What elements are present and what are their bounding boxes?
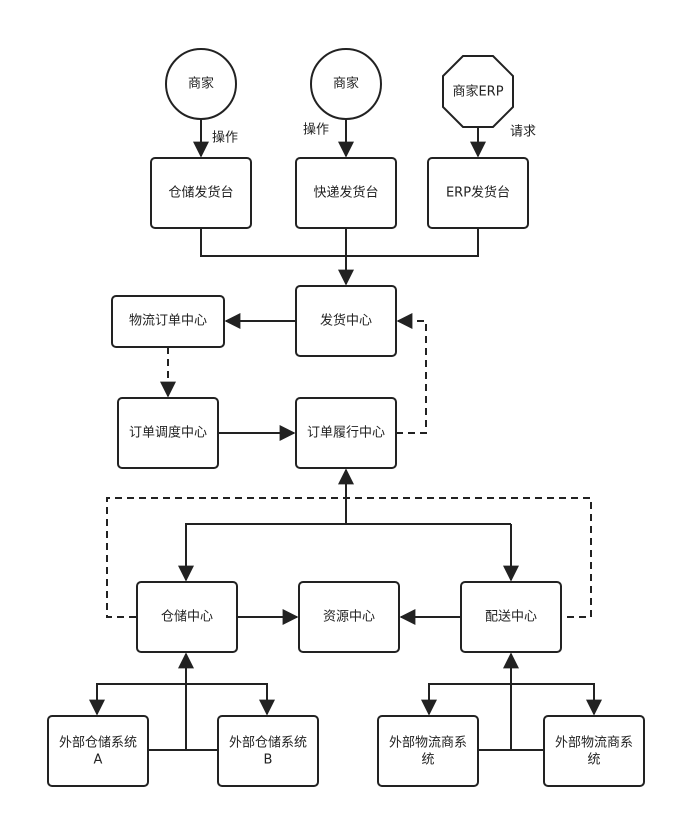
node-ext-warehouse-a-line1: 外部仓储系统 [59,736,137,751]
node-order-fulfillment-center-label: 订单履行中心 [307,426,385,441]
edge-split-left [178,523,511,582]
node-delivery-center: 配送中心 [460,581,562,653]
edge-ext-warehouse-branch [96,683,268,714]
node-ext-warehouse-b-line1: 外部仓储系统 [229,736,307,751]
node-erp-console-label: ERP发货台 [446,185,510,201]
node-warehouse-console-label: 仓储发货台 [168,185,233,201]
node-shipping-center: 发货中心 [295,285,397,357]
node-merchant-1: 商家 [165,48,237,120]
edge-label-operate-1: 操作 [212,130,238,146]
node-express-console-label: 快递发货台 [313,185,378,201]
edge-ext-logistics-branch [428,683,595,714]
edge-label-operate-2: 操作 [303,122,329,138]
node-order-fulfillment-center: 订单履行中心 [295,397,397,469]
node-order-dispatch-center-label: 订单调度中心 [129,425,207,441]
node-ext-logistics-1-line2: 统 [421,753,434,768]
node-resource-center-label: 资源中心 [323,610,375,625]
node-shipping-center-label: 发货中心 [320,313,372,329]
node-express-console: 快递发货台 [295,157,397,229]
node-erp-console: ERP发货台 [427,157,529,229]
node-resource-center: 资源中心 [298,581,400,653]
node-warehouse-center: 仓储中心 [136,581,238,653]
node-ext-logistics-1: 外部物流商系 统 [377,715,479,787]
node-merchant-2-label: 商家 [333,76,359,92]
node-merchant-erp-label: 商家ERP [452,84,503,100]
node-ext-warehouse-a: 外部仓储系统 A [47,715,149,787]
node-warehouse-center-label: 仓储中心 [161,610,213,625]
edge-dashed-outer-loop [106,497,592,618]
node-ext-warehouse-a-line2: A [94,753,103,768]
edges [89,119,602,751]
node-ext-logistics-2-line1: 外部物流商系 [555,736,633,751]
edge-consoles-merge [200,228,479,257]
node-ext-warehouse-b: 外部仓储系统 B [217,715,319,787]
node-merchant-erp: 商家ERP [442,55,514,128]
node-ext-logistics-2: 外部物流商系 统 [543,715,645,787]
node-merchant-2: 商家 [310,48,382,120]
edge-fulfillment-to-shipping [396,313,427,434]
node-order-dispatch-center: 订单调度中心 [117,397,219,469]
node-ext-warehouse-b-line2: B [264,753,273,768]
node-merchant-1-label: 商家 [188,76,214,92]
node-logistics-order-center-label: 物流订单中心 [129,314,207,329]
node-delivery-center-label: 配送中心 [485,610,537,625]
edge-label-request: 请求 [510,125,536,140]
node-ext-logistics-1-line1: 外部物流商系 [389,736,467,751]
node-warehouse-console: 仓储发货台 [150,157,252,229]
node-logistics-order-center: 物流订单中心 [111,295,225,348]
node-ext-logistics-2-line2: 统 [587,753,600,768]
